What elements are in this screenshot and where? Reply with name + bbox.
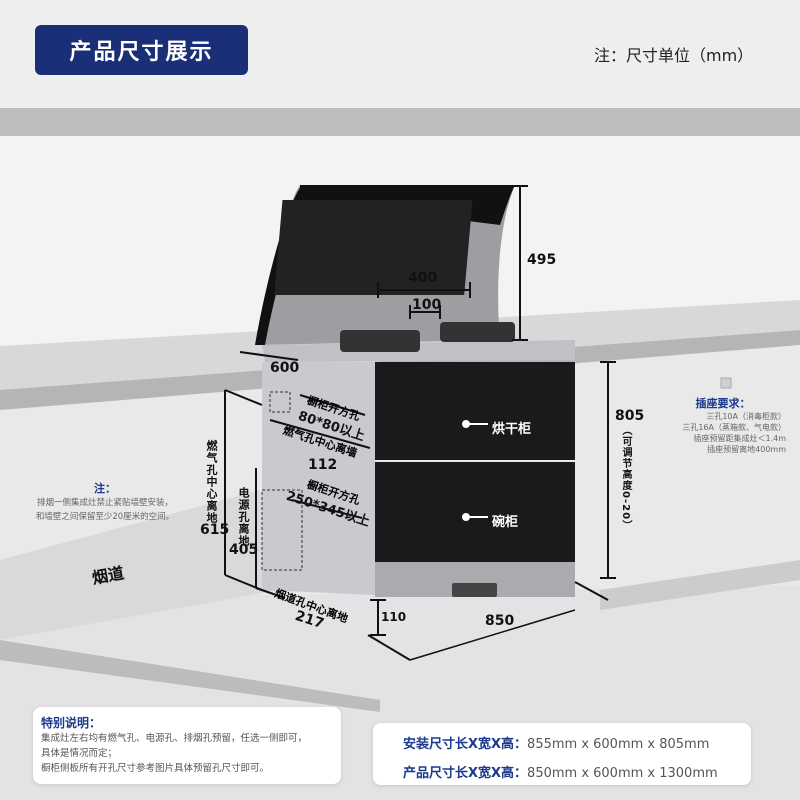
dim-base-height: 110 xyxy=(381,610,407,624)
dim-gas-hole-wall: 112 xyxy=(308,457,338,473)
left-note-line: 排烟一侧集成灶禁止紧贴墙壁安装， xyxy=(36,498,173,508)
special-note-line: 集成灶左右均有燃气孔、电源孔、排烟孔预留，任选一侧即可， xyxy=(41,733,308,744)
dim-height: 805 xyxy=(615,408,645,424)
special-note-line: 具体是情况而定； xyxy=(41,748,118,759)
power-hole-height-label: 电源孔离地 xyxy=(237,487,250,547)
socket-title: 插座要求： xyxy=(695,397,751,410)
dim-burner-gap: 100 xyxy=(412,297,442,313)
socket-line: 插座预留离地400mm xyxy=(707,445,786,454)
spec-value: 855mm x 600mm x 805mm xyxy=(527,737,710,752)
socket-requirements: 插座要求： 三孔10A（消毒柜款） 三孔16A（蒸箱款、气电款） 插座预留距集成… xyxy=(660,395,786,455)
special-note-title: 特别说明： xyxy=(41,716,102,730)
left-note: 注： 排烟一侧集成灶禁止紧贴墙壁安装， 和墙壁之间保留至少20厘米的空间。 xyxy=(20,480,190,524)
dim-width: 850 xyxy=(485,613,515,629)
dim-hood-height: 495 xyxy=(527,252,557,268)
product-size-row: 产品尺寸长X宽X高：850mm x 600mm x 1300mm xyxy=(403,762,751,781)
socket-line: 三孔16A（蒸箱款、气电款） xyxy=(682,423,786,432)
spec-card: 安装尺寸长X宽X高：855mm x 600mm x 805mm 产品尺寸长X宽X… xyxy=(373,723,751,785)
dim-height-note: （可调节高度0-20） xyxy=(620,425,631,532)
dim-burner-span: 400 xyxy=(408,270,438,286)
spec-value: 850mm x 600mm x 1300mm xyxy=(527,766,718,781)
install-size-row: 安装尺寸长X宽X高：855mm x 600mm x 805mm xyxy=(403,733,751,752)
socket-line: 插座预留距集成灶＜1.4m xyxy=(693,434,786,443)
page-title: 产品尺寸展示 xyxy=(35,25,248,75)
dim-power-hole-height: 405 xyxy=(229,542,259,558)
special-note-line: 橱柜侧板所有开孔尺寸参考图片具体预留孔尺寸即可。 xyxy=(41,763,270,774)
dim-depth: 600 xyxy=(270,360,300,376)
spec-key: 安装尺寸长X宽X高： xyxy=(403,737,528,752)
spec-key: 产品尺寸长X宽X高： xyxy=(403,766,528,781)
dim-gas-hole-height: 615 xyxy=(200,522,230,538)
left-note-line: 和墙壁之间保留至少20厘米的空间。 xyxy=(35,512,175,522)
dryer-label: 烘干柜 xyxy=(492,422,532,437)
unit-note: 注：尺寸单位（mm） xyxy=(594,46,754,65)
gas-hole-height-label: 燃气孔中心离地 xyxy=(205,440,218,524)
special-note-card: 特别说明： 集成灶左右均有燃气孔、电源孔、排烟孔预留，任选一侧即可， 具体是情况… xyxy=(33,707,341,784)
socket-line: 三孔10A（消毒柜款） xyxy=(706,412,786,421)
cupboard-label: 碗柜 xyxy=(492,515,519,530)
left-note-title: 注： xyxy=(94,482,116,495)
